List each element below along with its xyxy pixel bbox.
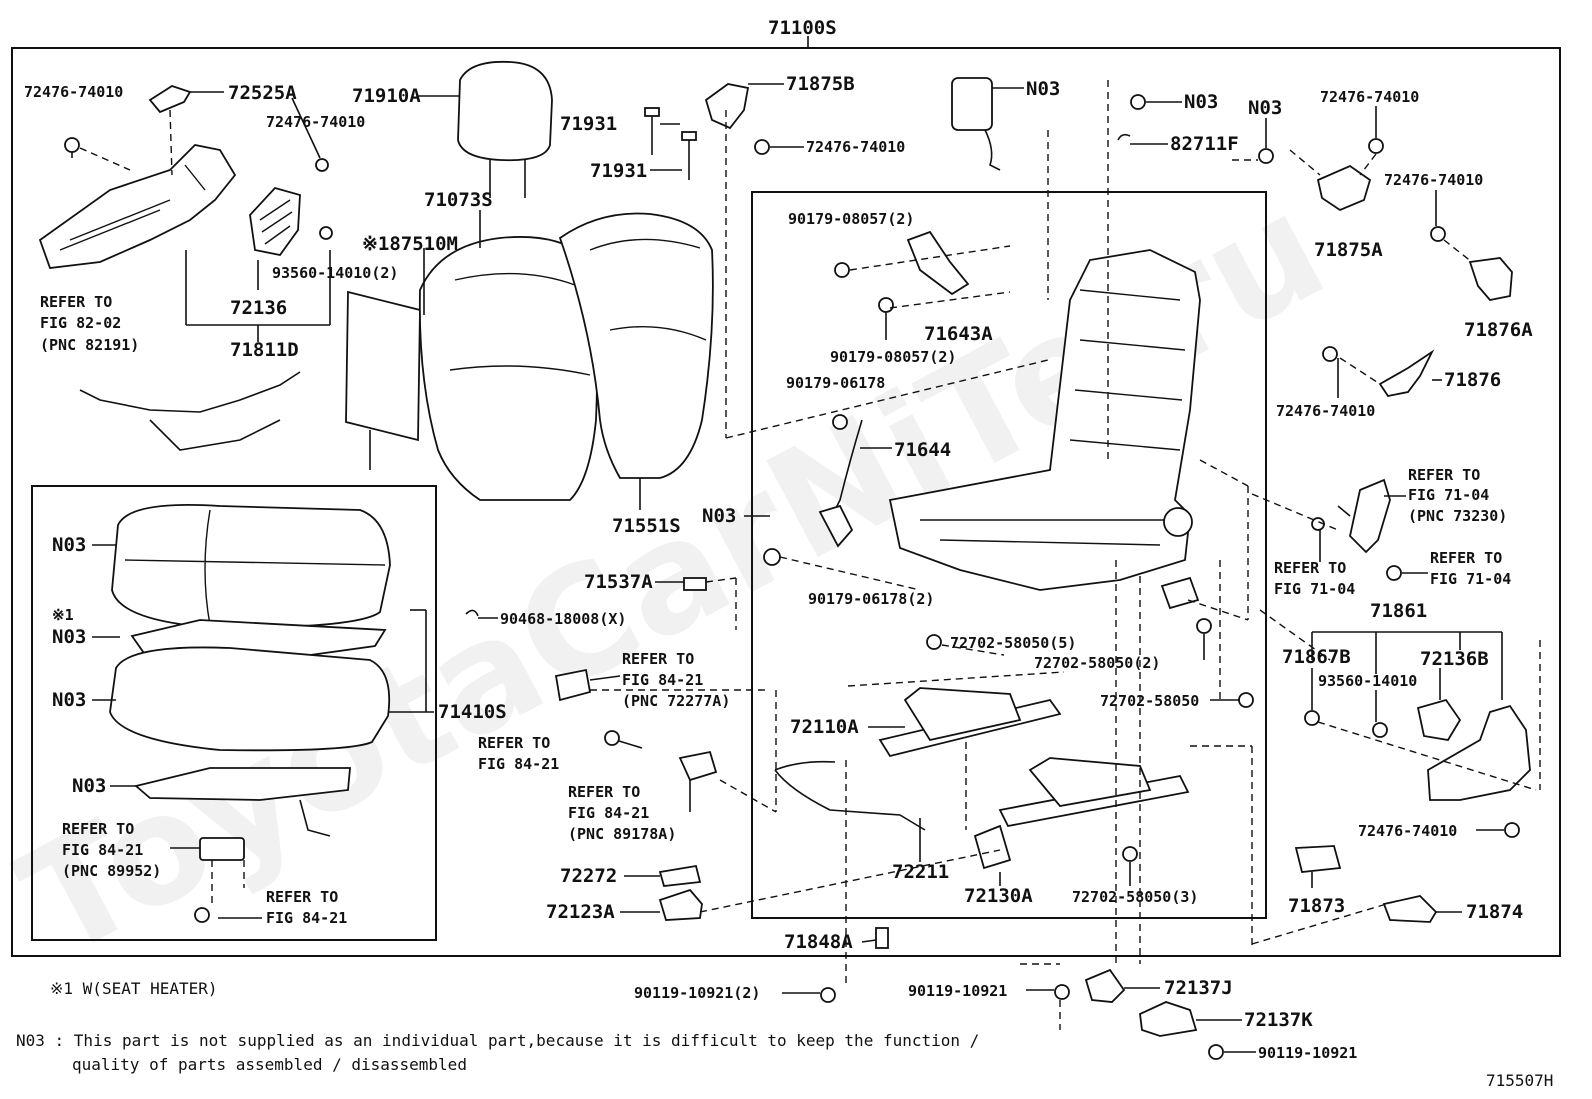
label-72702-58050-3: 72702-58050(3) <box>1072 888 1198 906</box>
label-72476-74010: 72476-74010 <box>1320 88 1419 106</box>
label-71876: 71876 <box>1444 369 1501 391</box>
label-90179-06178: 90179-06178 <box>786 374 885 392</box>
label-71874: 71874 <box>1466 901 1523 923</box>
label-refer-to: REFER TO <box>1408 466 1480 484</box>
label-refer-fig: FIG 84-21 <box>478 755 559 773</box>
assembly-frame <box>11 47 1561 957</box>
n03-note-line-2: quality of parts assembled / disassemble… <box>72 1055 467 1074</box>
label-refer-to: REFER TO <box>1430 549 1502 567</box>
label-71551S: 71551S <box>612 515 681 537</box>
label-93560-14010: 93560-14010 <box>1318 672 1417 690</box>
label-refer-fig: FIG 84-21 <box>62 841 143 859</box>
label-71848A: 71848A <box>784 931 853 953</box>
label-refer-to: REFER TO <box>1274 559 1346 577</box>
label-71931: 71931 <box>590 160 647 182</box>
label-90179-08057-2: 90179-08057(2) <box>788 210 914 228</box>
label-refer-to: REFER TO <box>266 888 338 906</box>
cushion-frame <box>31 485 437 941</box>
label-72272: 72272 <box>560 865 617 887</box>
label-71876A: 71876A <box>1464 319 1533 341</box>
label-mark-1: ※1 <box>52 606 74 624</box>
label-90179-08057-2: 90179-08057(2) <box>830 348 956 366</box>
label-refer-to: REFER TO <box>478 734 550 752</box>
label-71100S: 71100S <box>768 17 837 39</box>
label-71873: 71873 <box>1288 895 1345 917</box>
label-refer-pnc: (PNC 72277A) <box>622 692 730 710</box>
label-71410S: 71410S <box>438 701 507 723</box>
label-71931: 71931 <box>560 113 617 135</box>
label-90179-06178-2: 90179-06178(2) <box>808 590 934 608</box>
label-72136B: 72136B <box>1420 648 1489 670</box>
label-N03: N03 <box>1026 78 1060 100</box>
label-refer-pnc: (PNC 89952) <box>62 862 161 880</box>
label-N03: N03 <box>1248 97 1282 119</box>
label-N03: N03 <box>702 505 736 527</box>
label-72130A: 72130A <box>964 885 1033 907</box>
label-72476-74010: 72476-74010 <box>1384 171 1483 189</box>
label-72702-58050: 72702-58050 <box>1100 692 1199 710</box>
label-72137J: 72137J <box>1164 977 1233 999</box>
seat-frame-box <box>751 191 1267 919</box>
label-87510M: ※187510M <box>362 233 458 255</box>
label-refer-to: REFER TO <box>40 293 112 311</box>
label-71537A: 71537A <box>584 571 653 593</box>
label-93560-14010-2: 93560-14010(2) <box>272 264 398 282</box>
label-90119-10921: 90119-10921 <box>908 982 1007 1000</box>
footnotes: ※1 W(SEAT HEATER) N03 : This part is not… <box>16 979 1553 1090</box>
label-72476-74010: 72476-74010 <box>24 83 123 101</box>
leader-lines <box>79 80 1541 1053</box>
label-72476-74010: 72476-74010 <box>1276 402 1375 420</box>
label-72476-74010: 72476-74010 <box>806 138 905 156</box>
label-refer-to: REFER TO <box>622 650 694 668</box>
label-82711F: 82711F <box>1170 133 1239 155</box>
label-71875A: 71875A <box>1314 239 1383 261</box>
label-72137K: 72137K <box>1244 1009 1313 1031</box>
heater-note: ※1 W(SEAT HEATER) <box>50 979 218 998</box>
label-refer-pnc: (PNC 89178A) <box>568 825 676 843</box>
label-72211: 72211 <box>892 861 949 883</box>
label-71910A: 71910A <box>352 85 421 107</box>
label-refer-to: REFER TO <box>568 783 640 801</box>
label-refer-fig: FIG 71-04 <box>1274 580 1355 598</box>
label-71861: 71861 <box>1370 600 1427 622</box>
label-refer-fig: FIG 84-21 <box>568 804 649 822</box>
label-refer-fig: FIG 84-21 <box>622 671 703 689</box>
label-72702-58050-5: 72702-58050(5) <box>950 634 1076 652</box>
label-N03: N03 <box>72 775 106 797</box>
label-refer-fig: FIG 82-02 <box>40 314 121 332</box>
label-72136: 72136 <box>230 297 287 319</box>
label-71875B: 71875B <box>786 73 855 95</box>
label-71811D: 71811D <box>230 339 299 361</box>
label-refer-pnc: (PNC 73230) <box>1408 507 1507 525</box>
label-71643A: 71643A <box>924 323 993 345</box>
label-71644: 71644 <box>894 439 951 461</box>
label-refer-to: REFER TO <box>62 820 134 838</box>
label-refer-fig: FIG 71-04 <box>1408 486 1489 504</box>
label-72476-74010: 72476-74010 <box>1358 822 1457 840</box>
label-71073S: 71073S <box>424 189 493 211</box>
label-90119-10921-2: 90119-10921(2) <box>634 984 760 1002</box>
label-90119-10921: 90119-10921 <box>1258 1044 1357 1062</box>
label-72476-74010: 72476-74010 <box>266 113 365 131</box>
label-72702-58050-2: 72702-58050(2) <box>1034 654 1160 672</box>
label-N03: N03 <box>1184 91 1218 113</box>
part-labels: 71100S 72476-74010 72525A 72476-74010 71… <box>24 17 1533 1062</box>
label-N03: N03 <box>52 534 86 556</box>
label-72110A: 72110A <box>790 716 859 738</box>
label-72123A: 72123A <box>546 901 615 923</box>
label-72525A: 72525A <box>228 82 297 104</box>
figure-id: 715507H <box>1486 1071 1553 1090</box>
label-refer-fig: FIG 71-04 <box>1430 570 1511 588</box>
label-N03: N03 <box>52 626 86 648</box>
label-71867B: 71867B <box>1282 646 1351 668</box>
label-N03: N03 <box>52 689 86 711</box>
label-refer-fig: FIG 84-21 <box>266 909 347 927</box>
n03-note-line-1: N03 : This part is not supplied as an in… <box>16 1031 979 1050</box>
label-90468-18008: 90468-18008(X) <box>500 610 626 628</box>
label-refer-pnc: (PNC 82191) <box>40 336 139 354</box>
